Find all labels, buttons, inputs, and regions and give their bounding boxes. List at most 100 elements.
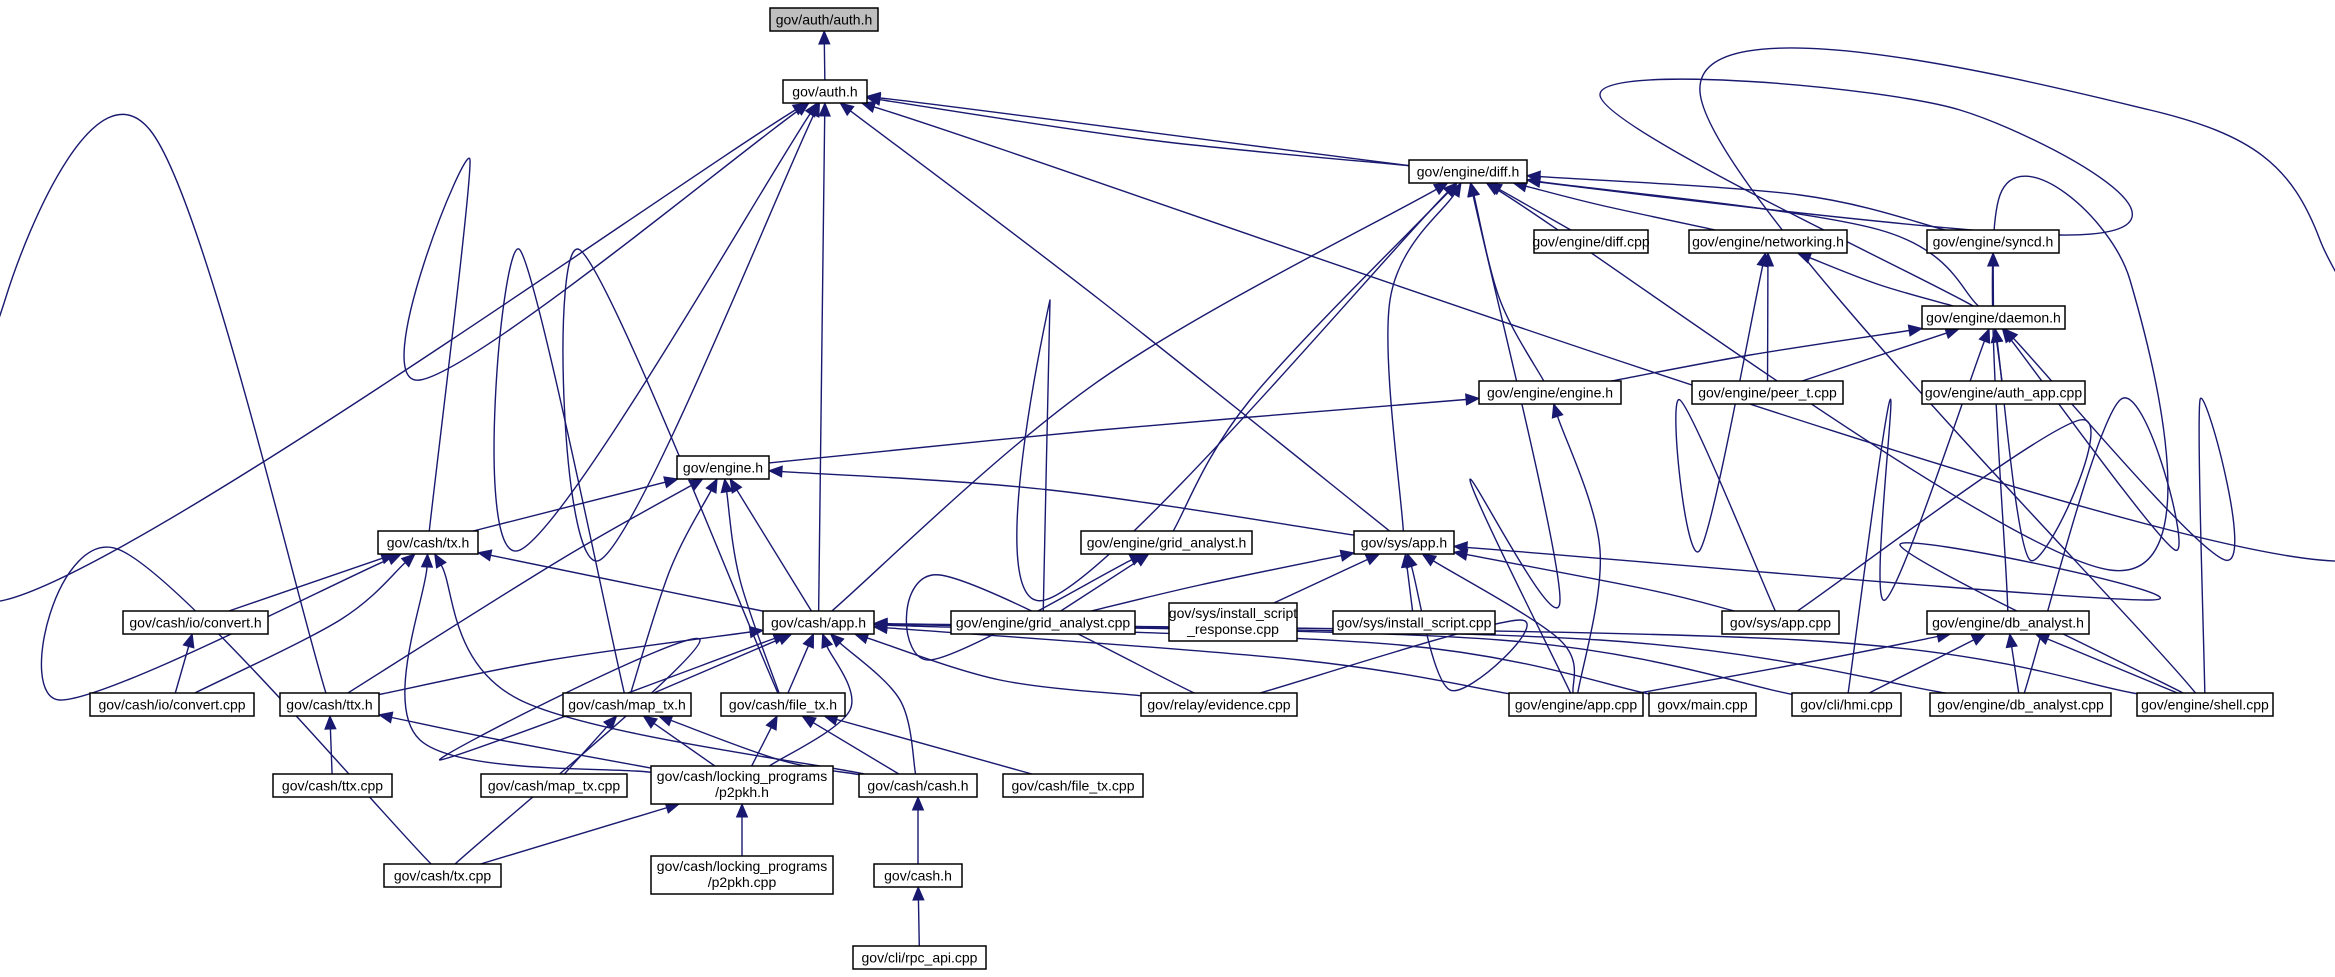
node-label: gov/sys/install_script_response.cpp [1169,605,1297,637]
node-box [1921,380,2086,405]
node-grid_analyst_h[interactable]: gov/engine/grid_analyst.h [1080,530,1253,555]
node-syncd_h[interactable]: gov/engine/syncd.h [1926,229,2060,254]
node-main_cpp[interactable]: govx/main.cpp [1648,692,1757,717]
node-grid_analyst_cpp[interactable]: gov/engine/grid_analyst.cpp [950,610,1136,635]
node-box [1080,530,1253,555]
node-ttx_cpp[interactable]: gov/cash/ttx.cpp [272,773,393,798]
node-box [1408,159,1528,184]
edge-cash_cash_h-to-cash_tx_h [434,552,865,775]
node-io_convert_h[interactable]: gov/cash/io/convert.h [122,610,269,635]
node-cash_app_h[interactable]: gov/cash/app.h [762,610,875,635]
node-diff_h[interactable]: gov/engine/diff.h [1408,159,1528,184]
node-label: gov/auth/auth.h [776,12,873,28]
edge-engine_app_cpp-to-sys_app_h [1421,553,1576,694]
node-label: gov/engine/networking.h [1692,234,1844,250]
edge-evidence_cpp-to-cash_app_h [853,632,1142,697]
node-engine_engine_h[interactable]: gov/engine/engine.h [1478,380,1622,405]
edge-shell_cpp-to-db_analyst_h [2034,633,2178,694]
node-db_analyst_cpp[interactable]: gov/engine/db_analyst.cpp [1929,692,2112,717]
node-networking_h[interactable]: gov/engine/networking.h [1688,229,1848,254]
node-label: gov/cash/file_tx.h [729,697,837,713]
node-auth_h[interactable]: gov/auth.h [782,79,868,104]
node-box [1929,692,2112,717]
edge-sys_app_cpp-to-daemon_h [1797,327,2092,612]
node-file_tx_h[interactable]: gov/cash/file_tx.h [720,692,846,717]
node-box [1691,380,1844,405]
edge-shell_cpp-to-sys_app_h [1452,541,2184,694]
node-evidence_cpp[interactable]: gov/relay/evidence.cpp [1140,692,1298,717]
node-p2pkh_h[interactable]: gov/cash/locking_programs/p2pkh.h [650,765,834,805]
node-label: gov/engine/diff.h [1417,164,1520,180]
node-box [720,692,846,717]
node-box [1002,773,1144,798]
node-map_tx_h[interactable]: gov/cash/map_tx.h [562,692,692,717]
node-auth_auth_h[interactable]: gov/auth/auth.h [769,7,879,32]
node-rpc_api_cpp[interactable]: gov/cli/rpc_api.cpp [852,945,987,970]
edge-io_convert_h-to-cash_tx_h [228,552,396,612]
node-box [1508,692,1644,717]
node-cash_h[interactable]: gov/cash.h [873,863,963,888]
edge-hmi_cpp-to-daemon_h [1847,327,1991,694]
edge-sys_app_h-to-diff_h [1387,181,1462,532]
node-label: gov/cash/tx.cpp [394,868,491,884]
node-sys_app_cpp[interactable]: gov/sys/app.cpp [1721,610,1840,635]
edge-grid_analyst_h-to-diff_h [1172,182,1458,532]
node-io_convert_cpp[interactable]: gov/cash/io/convert.cpp [89,692,255,717]
node-daemon_h[interactable]: gov/engine/daemon.h [1921,305,2066,330]
node-label: gov/engine/grid_analyst.h [1087,535,1247,551]
node-box [873,863,963,888]
node-ttx_h[interactable]: gov/cash/ttx.h [279,692,380,717]
node-auth_app_cpp[interactable]: gov/engine/auth_app.cpp [1921,380,2086,405]
edge-file_tx_h-to-engine_h [720,477,780,694]
edge-cash_tx_cpp-to-p2pkh_h [480,801,681,865]
node-box [782,79,868,104]
node-shell_cpp[interactable]: gov/engine/shell.cpp [2136,692,2274,717]
edge-file_tx_h-to-auth_h [562,101,821,694]
edge-shell_cpp-to-daemon_h [2003,328,2236,694]
node-box [383,863,502,888]
node-cash_tx_h[interactable]: gov/cash/tx.h [377,530,479,555]
node-db_analyst_h[interactable]: gov/engine/db_analyst.h [1926,610,2090,635]
node-box [950,610,1136,635]
node-map_tx_cpp[interactable]: gov/cash/map_tx.cpp [480,773,628,798]
node-label: gov/engine/engine.h [1487,385,1613,401]
node-box [1478,380,1622,405]
node-cash_cash_h[interactable]: gov/cash/cash.h [858,773,978,798]
edge-io_convert_cpp-to-cash_tx_h [194,553,416,694]
node-box [852,945,987,970]
edge-cash_app_h-to-auth_h [817,101,831,612]
node-cash_tx_cpp[interactable]: gov/cash/tx.cpp [383,863,502,888]
node-install_script_response_cpp[interactable]: gov/sys/install_script_response.cpp [1168,602,1298,642]
node-engine_h[interactable]: gov/engine.h [676,455,770,480]
node-p2pkh_cpp[interactable]: gov/cash/locking_programs/p2pkh.cpp [650,855,834,895]
edge-cash_app_h-to-diff_h [831,182,1449,612]
edge-grid_analyst_cpp-to-diff_h [1016,182,1458,612]
edge-sys_app_h-to-auth_h [839,102,1391,532]
node-file_tx_cpp[interactable]: gov/cash/file_tx.cpp [1002,773,1144,798]
node-box [1721,610,1840,635]
edge-cash_cash_h-to-cash_app_h [829,633,917,775]
node-hmi_cpp[interactable]: gov/cli/hmi.cpp [1791,692,1902,717]
node-box [650,855,834,895]
node-label: gov/cash/ttx.cpp [282,778,383,794]
edge-install_script_response_cpp-to-sys_app_h [1273,553,1381,604]
node-label: gov/cash/io/convert.h [129,615,261,631]
edge-p2pkh_h-to-cash_app_h [768,632,853,767]
edge-peer_t_cpp-to-daemon_h [1801,327,1961,382]
edge-cash_app_h-to-cash_tx_h [476,549,764,612]
edge-rpc_api_cpp-to-cash_h [912,885,925,947]
node-install_script_cpp[interactable]: gov/sys/install_script.cpp [1332,610,1496,635]
node-engine_app_cpp[interactable]: gov/engine/app.cpp [1508,692,1644,717]
node-sys_app_h[interactable]: gov/sys/app.h [1353,530,1455,555]
edge-p2pkh_h-to-file_tx_h [751,714,778,767]
node-peer_t_cpp[interactable]: gov/engine/peer_t.cpp [1691,380,1844,405]
node-label: gov/cash/app.h [771,615,866,631]
edge-map_tx_h-to-engine_h [630,477,718,694]
edge-cash_h-to-cash_cash_h [911,795,925,864]
node-label: gov/cli/rpc_api.cpp [862,950,978,966]
node-box [1533,229,1649,254]
node-box [272,773,393,798]
node-diff_cpp[interactable]: gov/engine/diff.cpp [1532,229,1650,254]
node-label: gov/cash.h [884,868,952,884]
